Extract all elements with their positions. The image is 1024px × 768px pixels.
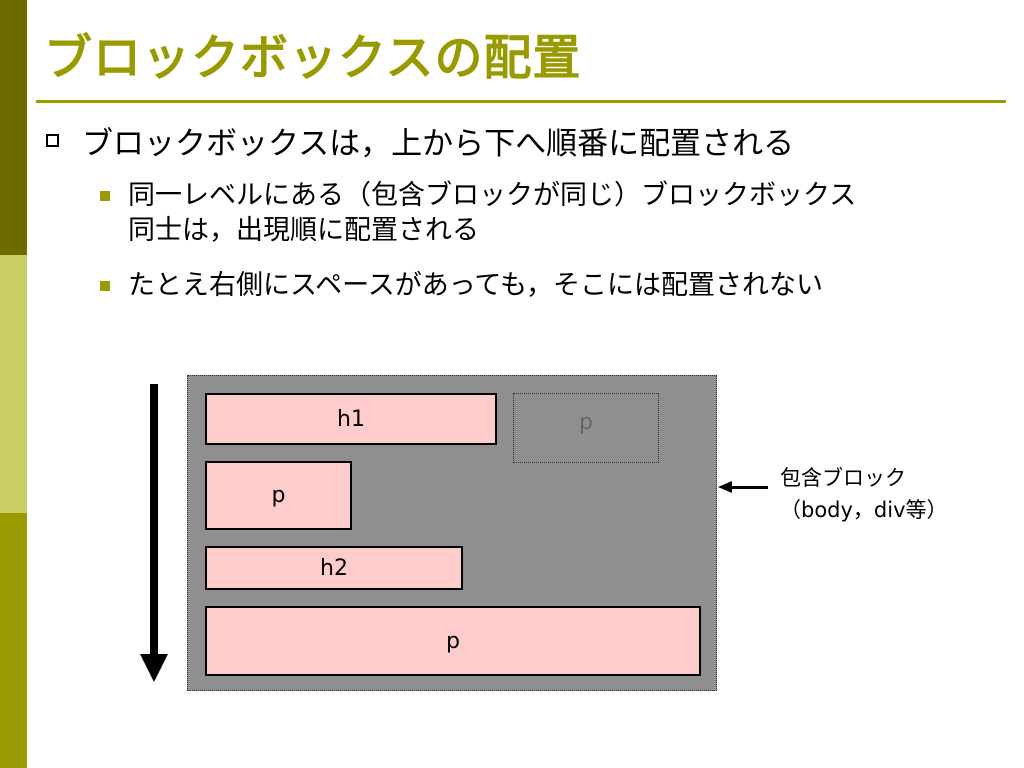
box-p-2: p	[205, 606, 701, 676]
box-h1: h1	[205, 393, 497, 445]
box-p-1: p	[205, 461, 352, 530]
side-stripe-dark	[0, 0, 27, 255]
containing-block: h1 p p h2 p	[187, 375, 717, 691]
flow-arrow-shaft	[150, 384, 158, 656]
bullet-sub-2-text: たとえ右側にスペースがあっても，そこには配置されない	[128, 270, 823, 301]
bullet-sub-1-line-1: 同一レベルにある（包含ブロックが同じ）ブロックボックス	[128, 180, 857, 211]
box-ghost-p: p	[513, 393, 659, 463]
side-stripe-light	[0, 255, 27, 513]
title-divider	[36, 100, 1006, 103]
hollow-square-bullet-icon	[46, 134, 59, 147]
slide-title: ブロックボックスの配置	[44, 30, 582, 86]
side-stripe-olive	[0, 513, 27, 768]
left-arrow-icon	[718, 481, 732, 493]
down-arrow-icon	[140, 654, 168, 682]
box-h2: h2	[205, 546, 463, 590]
bullet-sub-1-line-2: 同士は，出現順に配置される	[128, 215, 479, 246]
containing-block-label-line-1: 包含ブロック	[780, 466, 906, 490]
square-bullet-icon	[100, 191, 110, 201]
square-bullet-icon	[100, 281, 110, 291]
bullet-main-text: ブロックボックスは，上から下へ順番に配置される	[82, 126, 795, 162]
label-arrow-shaft	[730, 486, 768, 489]
containing-block-label: 包含ブロック （body，div等）	[780, 462, 948, 526]
containing-block-label-line-2: （body，div等）	[780, 498, 948, 522]
